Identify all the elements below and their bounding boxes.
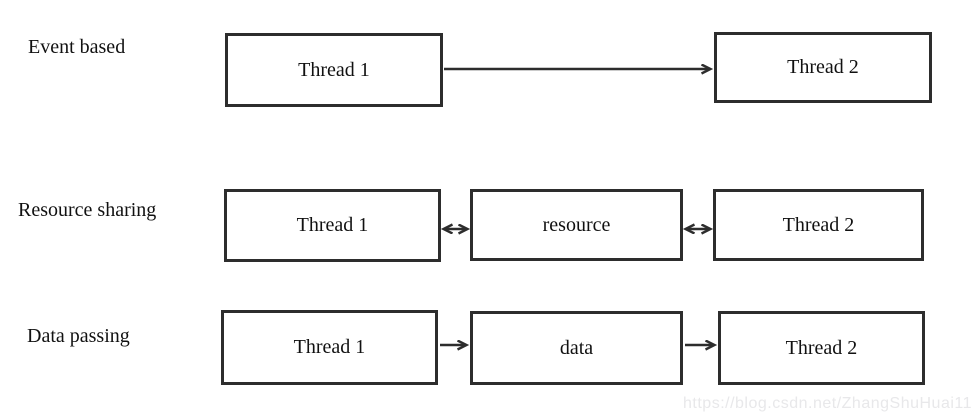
passing-data-box: data bbox=[470, 311, 683, 385]
event-thread2-label: Thread 2 bbox=[787, 56, 859, 78]
row-label-data-passing: Data passing bbox=[27, 325, 130, 347]
row-label-event-based: Event based bbox=[28, 36, 126, 58]
csdn-watermark: https://blog.csdn.net/ZhangShuHuai11 bbox=[683, 395, 972, 412]
sharing-thread1-label: Thread 1 bbox=[296, 214, 369, 236]
passing-thread1-label: Thread 1 bbox=[293, 336, 366, 358]
event-thread2-box: Thread 2 bbox=[714, 32, 932, 103]
sharing-thread1-box: Thread 1 bbox=[224, 189, 441, 262]
event-thread1-box: Thread 1 bbox=[225, 33, 443, 107]
sharing-thread2-box: Thread 2 bbox=[713, 189, 924, 261]
passing-thread1-box: Thread 1 bbox=[221, 310, 438, 385]
passing-thread2-label: Thread 2 bbox=[785, 336, 858, 359]
passing-thread2-box: Thread 2 bbox=[718, 311, 925, 385]
event-thread1-label: Thread 1 bbox=[298, 58, 370, 81]
sharing-thread2-label: Thread 2 bbox=[782, 213, 855, 236]
passing-data-label: data bbox=[559, 336, 594, 359]
sharing-resource-box: resource bbox=[470, 189, 683, 261]
row-label-resource-sharing: Resource sharing bbox=[18, 199, 157, 221]
sharing-resource-label: resource bbox=[542, 213, 611, 236]
